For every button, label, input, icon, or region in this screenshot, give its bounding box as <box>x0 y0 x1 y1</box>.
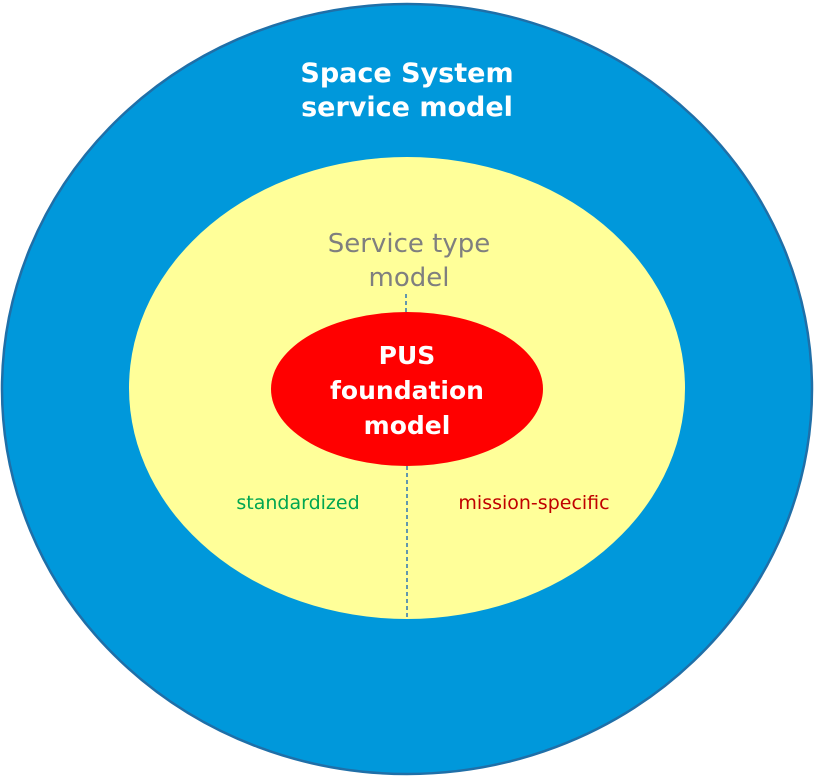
middle-label-line1: Service type <box>328 229 490 259</box>
inner-label-line3: model <box>364 411 451 440</box>
inner-label-line2: foundation <box>330 376 484 405</box>
inner-ellipse-pus-foundation <box>271 312 543 466</box>
segment-label-mission-specific: mission-specific <box>458 492 609 514</box>
outer-label-line1: Space System <box>300 58 513 89</box>
middle-label-line2: model <box>369 263 450 293</box>
segment-label-standardized: standardized <box>236 492 359 514</box>
outer-label-line2: service model <box>301 92 513 123</box>
inner-label-line1: PUS <box>379 341 436 370</box>
